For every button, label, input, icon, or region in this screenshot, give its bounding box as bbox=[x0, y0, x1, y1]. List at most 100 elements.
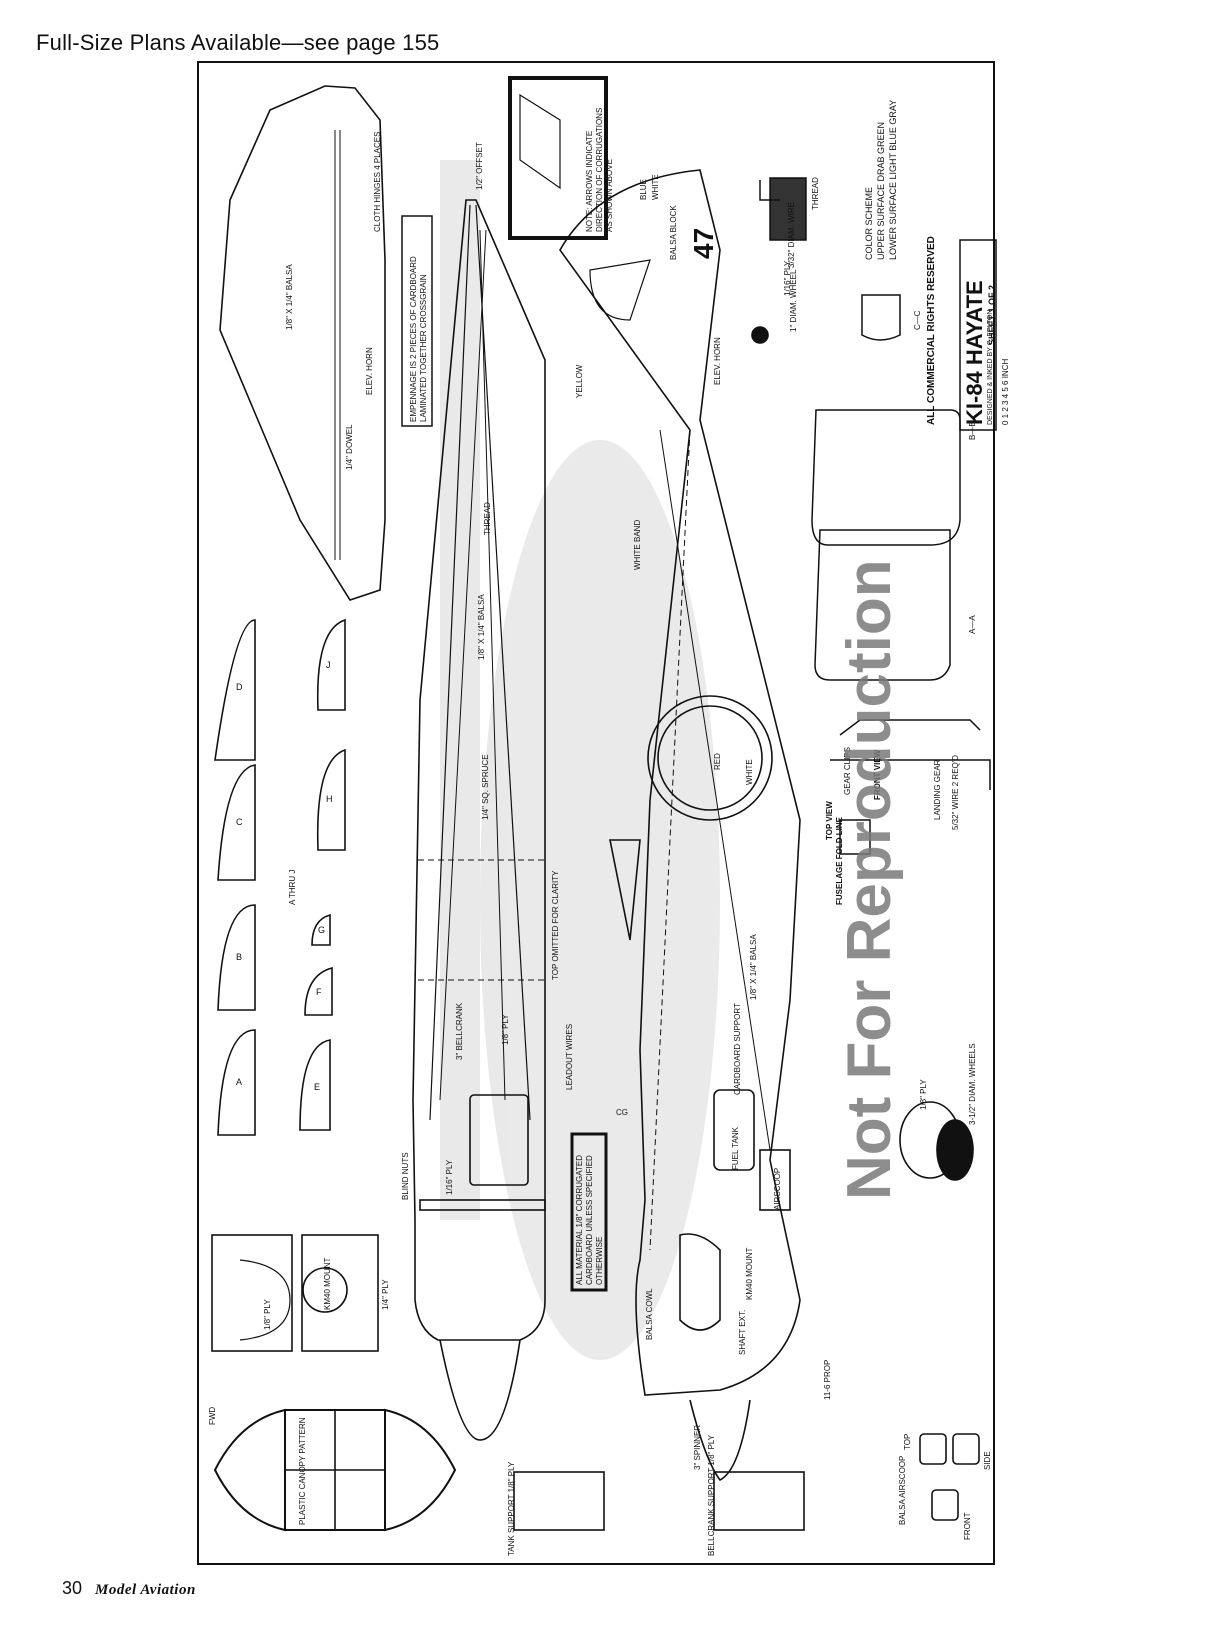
fwd-label: FWD bbox=[208, 1407, 217, 1425]
plan-border bbox=[197, 61, 995, 1565]
c2-ply-label: 1/8" PLY bbox=[263, 1299, 272, 1330]
background-watermark-shapes bbox=[440, 160, 720, 1360]
white-label: WHITE bbox=[651, 174, 660, 200]
formers bbox=[214, 618, 346, 1136]
former-d: D bbox=[236, 682, 243, 692]
page-header: Full-Size Plans Available—see page 155 bbox=[36, 30, 440, 55]
fold-line-label: FUSELAGE FOLD LINE bbox=[835, 816, 844, 905]
page-number: 30 bbox=[62, 1578, 83, 1598]
section-bb-label: B—B bbox=[968, 421, 977, 440]
stab-balsa-label: 1/8" X 1/4" BALSA bbox=[285, 264, 294, 330]
shaft-ext-label: SHAFT EXT. bbox=[738, 1310, 747, 1355]
stab-dowel-label: 1/4" DOWEL bbox=[345, 424, 354, 470]
material-note: ALL MATERIAL 1/8" CORRUGATED CARDBOARD U… bbox=[570, 1132, 608, 1292]
ply16-label: 1/16" PLY bbox=[445, 1159, 454, 1195]
note-line-1: NOTE: ARROWS INDICATE bbox=[585, 131, 594, 232]
watermark-text: Not For Reproduction bbox=[835, 559, 904, 1200]
balsa-airscoop-label: BALSA AIRSCOOP bbox=[898, 1456, 907, 1525]
airscoop-label: AIRSCOOP bbox=[773, 1168, 782, 1210]
airscoop-top-label: TOP bbox=[903, 1434, 912, 1450]
rights-text: ALL COMMERCIAL RIGHTS RESERVED bbox=[926, 236, 937, 425]
fuselage-side-view bbox=[559, 169, 974, 1482]
number-47: 47 bbox=[688, 228, 719, 259]
balsa-strip-label: 1/8" X 1/4" BALSA bbox=[749, 934, 758, 1000]
spinner-label: 3" SPINNER bbox=[693, 1425, 702, 1470]
material-line-1: ALL MATERIAL 1/8" CORRUGATED bbox=[575, 1155, 584, 1285]
former-g: G bbox=[318, 925, 325, 935]
airscoop-front-label: FRONT bbox=[963, 1512, 972, 1540]
empennage-line-1: EMPENNAGE IS 2 PIECES OF CARDBOARD bbox=[409, 256, 418, 422]
thread-label: THREAD bbox=[811, 177, 820, 210]
stab-horn-label: ELEV. HORN bbox=[365, 347, 374, 395]
red-label: RED bbox=[713, 753, 722, 770]
color-scheme: COLOR SCHEME UPPER SURFACE DRAB GREEN LO… bbox=[864, 100, 898, 260]
color-scheme-lower: LOWER SURFACE LIGHT BLUE GRAY bbox=[888, 100, 898, 260]
stab-hinges-label: CLOTH HINGES 4 PLACES bbox=[373, 132, 382, 232]
note-line-3: AS SHOWN ABOVE bbox=[605, 159, 614, 232]
blind-nuts-label: BLIND NUTS bbox=[401, 1152, 410, 1200]
bellcrank-support-label: BELLCRANK SUPPORT 1/8" PLY bbox=[707, 1434, 716, 1556]
color-scheme-upper: UPPER SURFACE DRAB GREEN bbox=[876, 122, 886, 260]
cg-label: CG bbox=[616, 1108, 628, 1117]
tank-support-label: TANK SUPPORT 1/8" PLY bbox=[507, 1461, 516, 1556]
km40-mount-label: KM40 MOUNT bbox=[745, 1247, 754, 1300]
spruce-label: 1/4" SQ. SPRUCE bbox=[481, 754, 490, 820]
gear-clips-label: GEAR CLIPS bbox=[843, 747, 852, 795]
top-thread-label: THREAD bbox=[483, 502, 492, 535]
scale-text: 0 1 2 3 4 5 6 INCH bbox=[1001, 359, 1010, 425]
magazine-name: Model Aviation bbox=[95, 1582, 196, 1598]
material-line-3: OTHERWISE bbox=[595, 1237, 604, 1285]
elev-horn-label: ELEV. HORN bbox=[713, 337, 722, 385]
designer-text: DESIGNED & INKED BY C. FELTON bbox=[987, 309, 994, 425]
fuel-tank-label: FUEL TANK bbox=[731, 1126, 740, 1170]
gear-wire-label: 5/32" WIRE 2 REQ'D bbox=[951, 755, 960, 830]
top-omitted-label: TOP OMITTED FOR CLARITY bbox=[551, 870, 560, 980]
airscoop-side-label: SIDE bbox=[983, 1451, 992, 1470]
wire-label: 3/32" DIAM. WIRE bbox=[787, 202, 796, 268]
former-b: B bbox=[236, 952, 242, 962]
bellcrank-label: 3" BELLCRANK bbox=[455, 1002, 464, 1060]
empennage-line-2: LAMINATED TOGETHER CROSSGRAIN bbox=[419, 274, 428, 422]
page-footer: 30 Model Aviation bbox=[62, 1578, 196, 1599]
section-cc-label: C—C bbox=[913, 310, 922, 330]
ply14-label: 1/4" PLY bbox=[381, 1279, 390, 1310]
top-balsa-label: 1/8" X 1/4" BALSA bbox=[477, 594, 486, 660]
color-scheme-heading: COLOR SCHEME bbox=[864, 187, 874, 260]
former-e: E bbox=[314, 1082, 320, 1092]
former-j: J bbox=[326, 660, 331, 670]
sheet-text: SHEET 1 OF 2 bbox=[987, 285, 997, 345]
top-view-label: TOP VIEW bbox=[825, 801, 834, 840]
section-aa-label: A—A bbox=[968, 615, 977, 634]
top-ply-label: 1/8" PLY bbox=[501, 1014, 510, 1045]
white-band-label: WHITE BAND bbox=[633, 520, 642, 570]
landing-gear-label: LANDING GEAR bbox=[933, 759, 942, 820]
blue-label: BLUE bbox=[639, 179, 648, 200]
plan-title: KI-84 HAYATE bbox=[962, 280, 987, 425]
stabilizer bbox=[219, 85, 386, 601]
yellow-label: YELLOW bbox=[575, 364, 584, 398]
fuselage-top-view bbox=[412, 199, 546, 1441]
front-view-label: FRONT VIEW bbox=[873, 749, 882, 800]
cardboard-support-label: CARDBOARD SUPPORT bbox=[733, 1003, 742, 1095]
wheel-1in-label: 1" DIAM. WHEEL bbox=[789, 269, 798, 332]
ply18-small-label: 1/8" PLY bbox=[919, 1079, 928, 1110]
small-parts bbox=[759, 177, 991, 855]
ply16-small-label: 1/16" PLY bbox=[783, 260, 792, 296]
former-a: A bbox=[236, 1077, 242, 1087]
note-line-2: DIRECTION OF CORRUGATIONS bbox=[595, 108, 604, 232]
prop-label: 11-6 PROP bbox=[823, 1360, 832, 1400]
arrow-note-box: NOTE: ARROWS INDICATE DIRECTION OF CORRU… bbox=[508, 76, 614, 240]
balsa-block-label: BALSA BLOCK bbox=[669, 205, 678, 260]
leadout-label: LEADOUT WIRES bbox=[565, 1024, 574, 1090]
former-h: H bbox=[326, 794, 333, 804]
canopy-label: PLASTIC CANOPY PATTERN bbox=[298, 1417, 307, 1525]
wheels-35-label: 3-1/2" DIAM. WHEELS bbox=[968, 1043, 977, 1125]
former-f: F bbox=[316, 987, 322, 997]
material-line-2: CARDBOARD UNLESS SPECIFIED bbox=[585, 1155, 594, 1285]
title-block: ALL COMMERCIAL RIGHTS RESERVED KI-84 HAY… bbox=[926, 236, 1010, 431]
empennage-note: EMPENNAGE IS 2 PIECES OF CARDBOARD LAMIN… bbox=[401, 215, 433, 427]
offset-label: 1/2" OFFSET bbox=[475, 142, 484, 190]
former-c: C bbox=[236, 817, 243, 827]
bottom-parts bbox=[211, 1234, 980, 1532]
